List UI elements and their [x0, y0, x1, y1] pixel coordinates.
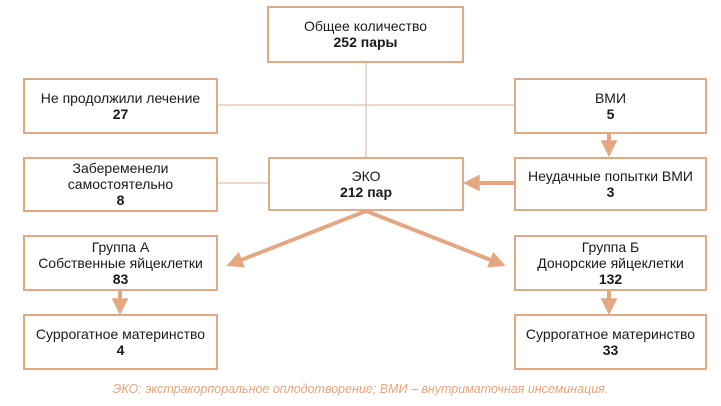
node-label: Общее количество: [303, 18, 428, 34]
node-value: 3: [606, 183, 615, 200]
node-value: 8: [116, 192, 125, 208]
node-natural: Забеременели самостоятельно 8: [23, 157, 218, 212]
node-label: Забеременели: [72, 160, 169, 176]
figure-caption: ЭКО: экстракорпоральное оплодотворение; …: [112, 382, 609, 396]
node-group-a: Группа А Собственные яйцеклетки 83: [23, 235, 218, 291]
node-group-b: Группа Б Донорские яйцеклетки 132: [514, 235, 707, 291]
node-label: Не продолжили лечение: [40, 89, 201, 106]
node-label: самостоятельно: [67, 176, 174, 192]
node-vmi: ВМИ 5: [514, 78, 707, 134]
node-dropped: Не продолжили лечение 27: [23, 78, 218, 134]
node-eko: ЭКО 212 пар: [268, 157, 464, 211]
arrow-eko-group-b: [365, 209, 506, 268]
node-label: ВМИ: [594, 89, 627, 106]
node-value: 252 пары: [333, 34, 398, 50]
node-surrogate-b: Суррогатное материнство 33: [514, 314, 707, 370]
node-label: Группа А: [91, 238, 150, 255]
node-label: Суррогатное материнство: [525, 325, 696, 342]
arrow-eko-group-a: [226, 209, 367, 268]
node-vmi-failed: Неудачные попытки ВМИ 3: [514, 157, 707, 211]
node-value: 83: [112, 270, 129, 287]
node-value: 4: [116, 341, 125, 358]
node-label: Группа Б: [581, 238, 640, 255]
node-value: 132: [598, 270, 623, 287]
node-value: 5: [606, 105, 615, 122]
node-label: Собственные яйцеклетки: [38, 254, 203, 271]
node-label: Неудачные попытки ВМИ: [527, 167, 693, 184]
node-label: ЭКО: [351, 167, 381, 184]
node-label: Суррогатное материнство: [35, 325, 206, 342]
node-surrogate-a: Суррогатное материнство 4: [23, 314, 218, 370]
node-value: 33: [602, 341, 619, 358]
node-total: Общее количество 252 пары: [267, 6, 464, 63]
node-value: 212 пар: [339, 183, 393, 200]
node-label: Донорские яйцеклетки: [537, 254, 684, 271]
node-value: 27: [112, 105, 129, 122]
